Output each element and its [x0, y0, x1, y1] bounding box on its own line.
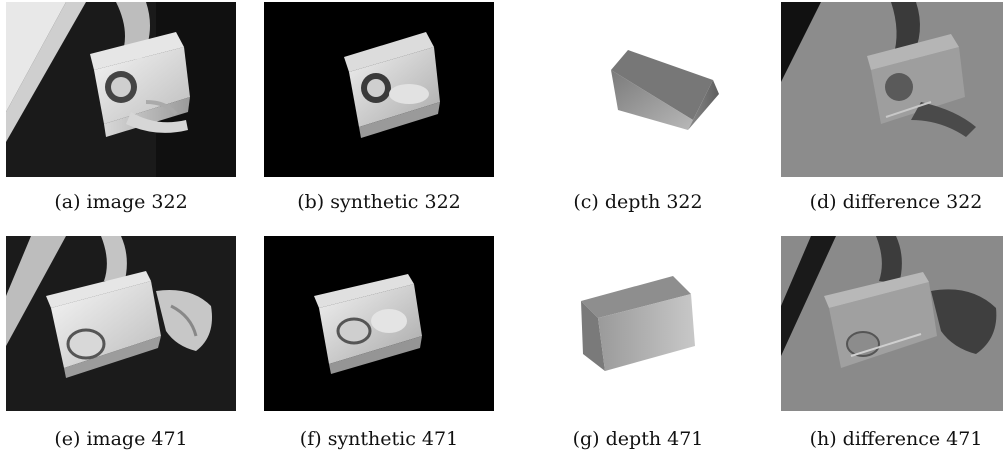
caption-b: (b) synthetic 322	[297, 191, 461, 213]
caption-g: (g) depth 471	[572, 428, 704, 450]
caption-d: (d) difference 322	[809, 191, 983, 213]
caption-f: (f) synthetic 471	[299, 428, 459, 450]
difference-322-panel	[781, 2, 1003, 177]
caption-c: (c) depth 322	[573, 191, 703, 213]
image-322-panel	[6, 2, 236, 177]
synthetic-322-render	[264, 2, 494, 177]
depth-322-map	[523, 2, 753, 177]
depth-471-map	[523, 236, 753, 411]
caption-a: (a) image 322	[54, 191, 188, 213]
caption-e: (e) image 471	[54, 428, 188, 450]
difference-471-map	[781, 236, 1003, 411]
synthetic-471-render	[264, 236, 494, 411]
caption-h: (h) difference 471	[809, 428, 983, 450]
depth-322-panel	[523, 2, 753, 177]
synthetic-322-panel	[264, 2, 494, 177]
image-322-photo	[6, 2, 236, 177]
difference-322-map	[781, 2, 1003, 177]
synthetic-471-panel	[264, 236, 494, 411]
image-471-photo	[6, 236, 236, 411]
difference-471-panel	[781, 236, 1003, 411]
image-471-panel	[6, 236, 236, 411]
depth-471-panel	[523, 236, 753, 411]
